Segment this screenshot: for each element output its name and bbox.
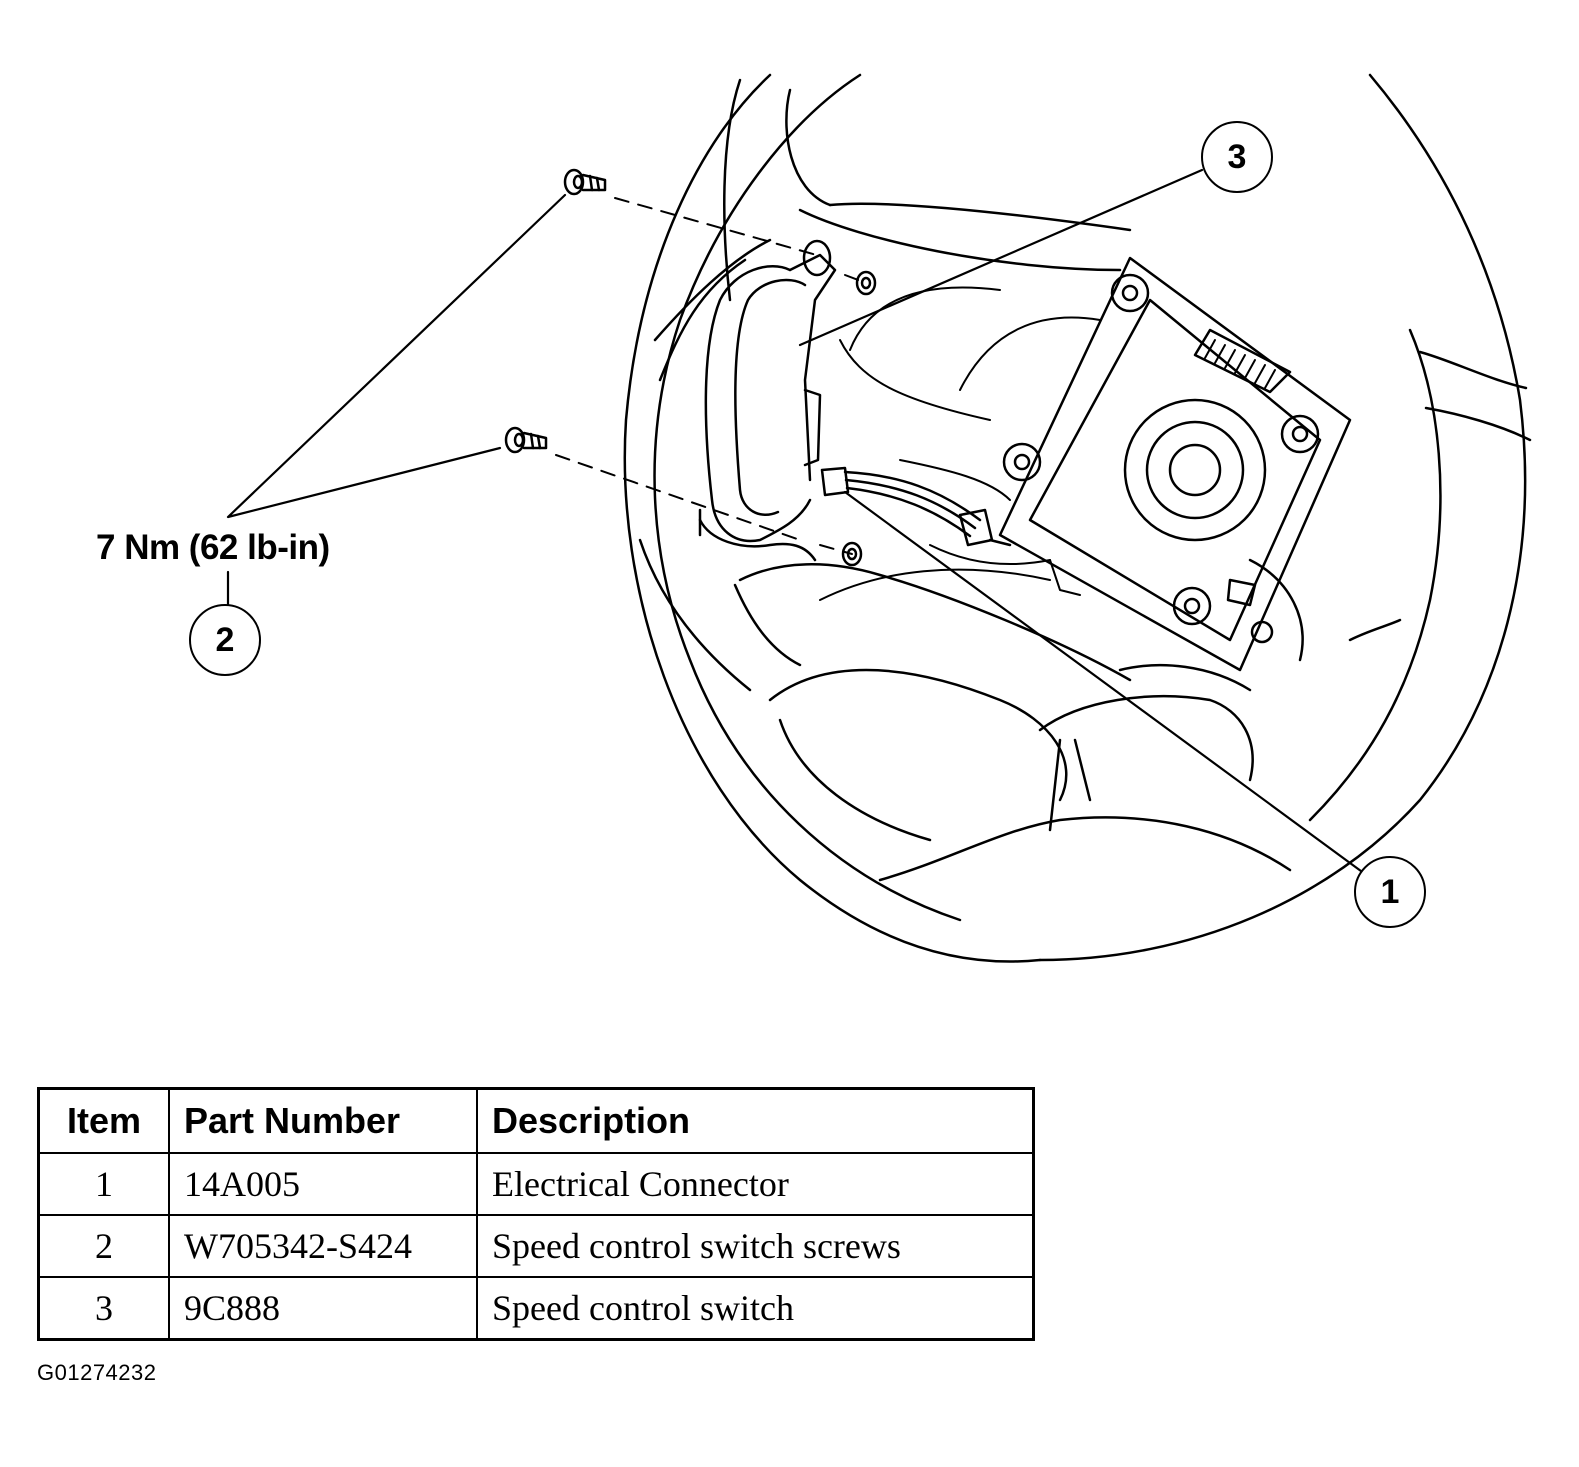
cell-part-number: W705342-S424 (168, 1214, 478, 1278)
wheel-hub (998, 256, 1352, 672)
torque-spec-label: 7 Nm (62 lb-in) (96, 528, 330, 567)
cell-description: Speed control switch (476, 1276, 1035, 1341)
table-row: 1 14A005 Electrical Connector (37, 1152, 1035, 1216)
electrical-connector (820, 466, 1012, 547)
table-header-row: Item Part Number Description (37, 1087, 1035, 1154)
header-item: Item (37, 1087, 170, 1154)
parts-table: Item Part Number Description 1 14A005 El… (37, 1087, 1035, 1341)
table-row: 2 W705342-S424 Speed control switch scre… (37, 1214, 1035, 1278)
cell-item: 2 (37, 1214, 170, 1278)
header-part-number: Part Number (168, 1087, 478, 1154)
cell-part-number: 9C888 (168, 1276, 478, 1341)
cell-description: Electrical Connector (476, 1152, 1035, 1216)
screw-lower (504, 426, 548, 454)
cell-description: Speed control switch screws (476, 1214, 1035, 1278)
callout-2: 2 (189, 604, 261, 676)
callout-3: 3 (1201, 121, 1273, 193)
wheel-upper-grip (653, 78, 1132, 382)
steering-wheel-illustration (226, 73, 1532, 963)
callout-1: 1 (1354, 856, 1426, 928)
wheel-lower-spoke (638, 538, 1292, 882)
wheel-internal-structure (819, 286, 1101, 601)
cell-part-number: 14A005 (168, 1152, 478, 1216)
cell-item: 1 (37, 1152, 170, 1216)
figure-id: G01274232 (37, 1360, 157, 1385)
cell-item: 3 (37, 1276, 170, 1341)
screw-upper (563, 168, 607, 196)
speed-control-switch (698, 239, 837, 562)
table-row: 3 9C888 Speed control switch (37, 1276, 1035, 1341)
leader-lines (226, 168, 1367, 876)
screw-holes (841, 270, 877, 567)
screw-paths (555, 197, 867, 555)
header-description: Description (476, 1087, 1035, 1154)
wheel-rim (623, 73, 1532, 963)
